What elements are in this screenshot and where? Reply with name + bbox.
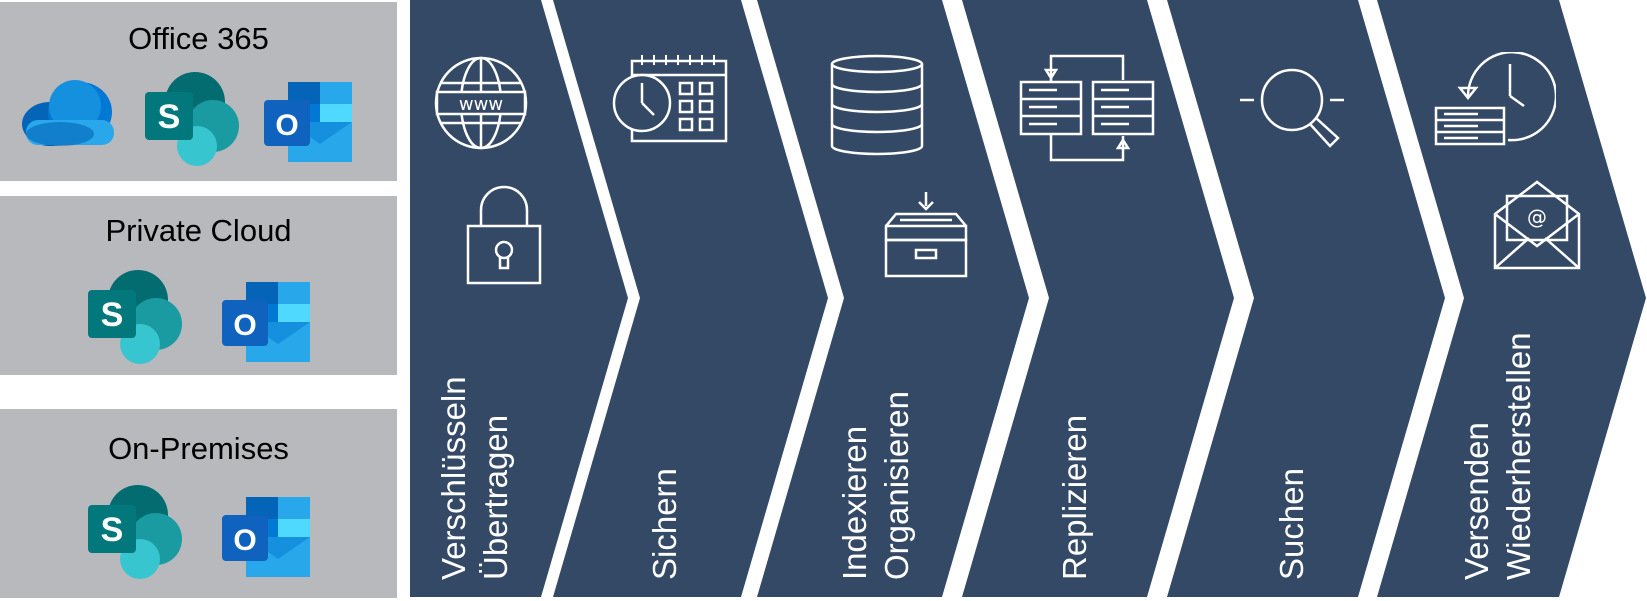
svg-text:O: O xyxy=(275,109,298,142)
source-panel-on-premises: On-Premises S O xyxy=(0,409,397,598)
svg-text:S: S xyxy=(101,296,124,334)
chevron-step-6 xyxy=(1377,0,1646,597)
svg-text:O: O xyxy=(233,524,256,557)
panel-title: Private Cloud xyxy=(105,213,292,248)
magnifier-icon xyxy=(1240,56,1344,152)
outlook-logo: O xyxy=(222,497,314,584)
sharepoint-logo: S xyxy=(88,268,184,371)
step-label-replizieren: Replizieren xyxy=(1054,415,1096,580)
chevron-step-2 xyxy=(553,0,828,597)
globe-www-icon: www xyxy=(433,55,529,151)
sharepoint-logo: S xyxy=(145,70,241,173)
outlook-logo: O xyxy=(222,282,314,369)
chevron-step-3 xyxy=(757,0,1029,597)
step-label-line: Suchen xyxy=(1273,468,1310,580)
padlock-icon xyxy=(465,182,543,286)
source-panel-private-cloud: Private Cloud S O xyxy=(0,196,397,375)
source-panel-office365: Office 365 S O xyxy=(0,2,397,181)
step-label-suchen: Suchen xyxy=(1271,468,1313,580)
step-label-indexieren-organisieren: Indexieren Organisieren xyxy=(834,391,918,580)
outlook-logo: O xyxy=(264,82,356,169)
svg-text:S: S xyxy=(101,511,124,549)
email-envelope-icon: @ xyxy=(1493,178,1581,272)
archive-drawer-icon xyxy=(882,190,970,280)
svg-text:www: www xyxy=(459,94,503,115)
svg-text:S: S xyxy=(158,98,181,136)
panel-title: On-Premises xyxy=(108,431,289,466)
chevron-step-5 xyxy=(1167,0,1445,597)
chevron-step-4 xyxy=(962,0,1234,597)
chevron-step-1 xyxy=(410,0,628,597)
svg-text:@: @ xyxy=(1527,205,1547,229)
svg-text:O: O xyxy=(233,309,256,342)
step-label-verschluesseln-uebertragen: Verschlüsseln Übertragen xyxy=(433,376,517,580)
panel-title: Office 365 xyxy=(128,21,269,56)
step-label-versenden-wiederherstellen: Versenden Wiederherstellen xyxy=(1456,332,1540,580)
server-replication-icon xyxy=(1019,52,1155,164)
step-label-line: Wiederherstellen xyxy=(1500,332,1537,580)
sharepoint-logo: S xyxy=(88,483,184,586)
step-label-sichern: Sichern xyxy=(644,468,686,580)
step-label-line: Replizieren xyxy=(1056,414,1093,580)
step-label-line: Verschlüsseln xyxy=(435,376,472,580)
restore-clock-icon xyxy=(1434,52,1556,148)
step-label-line: Übertragen xyxy=(477,414,514,580)
step-label-line: Organisieren xyxy=(878,391,915,580)
step-label-line: Sichern xyxy=(646,468,683,580)
onedrive-logo xyxy=(20,76,118,153)
database-icon xyxy=(828,54,926,156)
calendar-clock-icon xyxy=(612,55,730,145)
step-label-line: Versenden xyxy=(1458,422,1495,580)
step-label-line: Indexieren xyxy=(836,425,873,580)
